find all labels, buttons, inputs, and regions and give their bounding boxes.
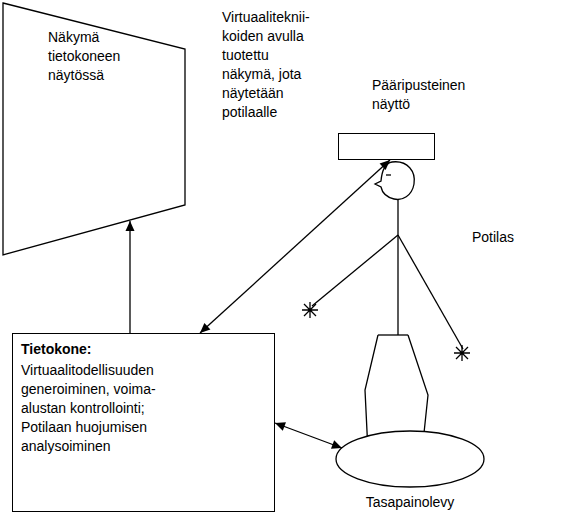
node-text: Näkymä tietokoneen näytössä [48,28,148,85]
box-body: Virtuaalitodellisuuden generoiminen, voi… [21,361,186,456]
display-label: Pääripusteinen näyttö [372,76,484,114]
hip [378,334,408,335]
computer-box: Tietokone: Virtuaalitodellisuuden generoi… [12,333,275,512]
arrow-head [275,422,286,430]
box-heading: Tietokone: [21,340,266,359]
connector-arrow [200,160,390,333]
arrow-head [331,440,342,448]
connector-line [275,423,342,448]
connector-line [129,221,130,333]
body [397,199,398,335]
left-arm [312,235,398,306]
connector-arrow [275,422,342,448]
board-shape [336,431,484,487]
label-holder: Virtuaaliteknii- koiden avulla tuotettu … [222,8,323,122]
display-frame [338,133,435,160]
stick-figure [302,162,470,452]
arrow-head [126,221,135,231]
patient-label: Potilas [472,228,542,247]
left-hand [302,302,318,318]
balance-board: Tasapainolevy [335,430,485,513]
right-arm [398,235,463,349]
board-outline [335,430,485,488]
board-label: Tasapainolevy [335,493,485,512]
eye [386,174,391,175]
connector-line [200,160,390,333]
arrow-head [200,323,210,333]
right-hand [454,345,470,361]
label-holder: Potilas [472,228,542,247]
head-mounted-display: Pääripusteinen näyttö [336,76,486,161]
arrow-note: Virtuaaliteknii- koiden avulla tuotettu … [222,8,323,122]
connector-arrow [126,221,135,333]
trapezoid-shape [3,3,185,255]
monitor-view: Näkymä tietokoneen näytössä [2,2,188,258]
arrow-head [380,160,390,170]
